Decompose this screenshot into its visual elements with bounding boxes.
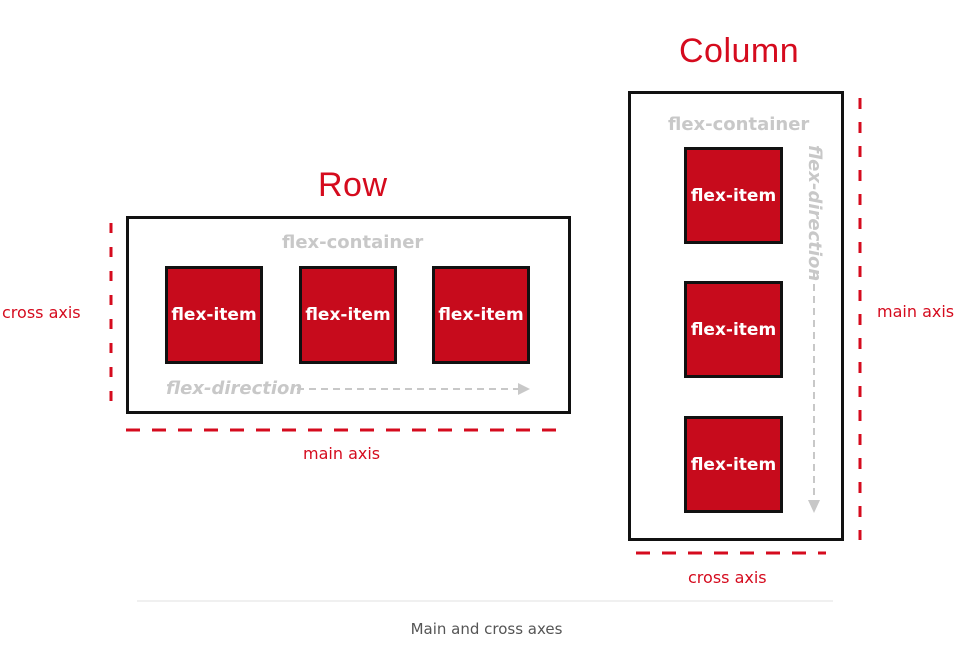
row-flex-item-2: flex-item bbox=[299, 266, 397, 364]
row-direction-arrowhead bbox=[518, 383, 530, 395]
row-direction-label: flex-direction bbox=[166, 378, 303, 399]
row-cross-axis-label: cross axis bbox=[2, 303, 81, 322]
row-flex-item-1: flex-item bbox=[165, 266, 263, 364]
column-direction-arrowhead bbox=[808, 500, 820, 513]
column-main-axis-label: main axis bbox=[877, 302, 955, 321]
row-main-axis-label: main axis bbox=[303, 444, 381, 463]
row-title: Row bbox=[318, 166, 388, 204]
figure-caption: Main and cross axes bbox=[410, 620, 563, 638]
column-flex-item-1: flex-item bbox=[684, 147, 783, 244]
column-title: Column bbox=[679, 32, 800, 70]
column-flex-item-2: flex-item bbox=[684, 281, 783, 378]
row-flex-item-3: flex-item bbox=[432, 266, 530, 364]
column-cross-axis-label: cross axis bbox=[688, 568, 767, 587]
column-flex-item-3: flex-item bbox=[684, 416, 783, 513]
column-container-label: flex-container bbox=[668, 114, 810, 135]
row-container-label: flex-container bbox=[282, 232, 424, 253]
